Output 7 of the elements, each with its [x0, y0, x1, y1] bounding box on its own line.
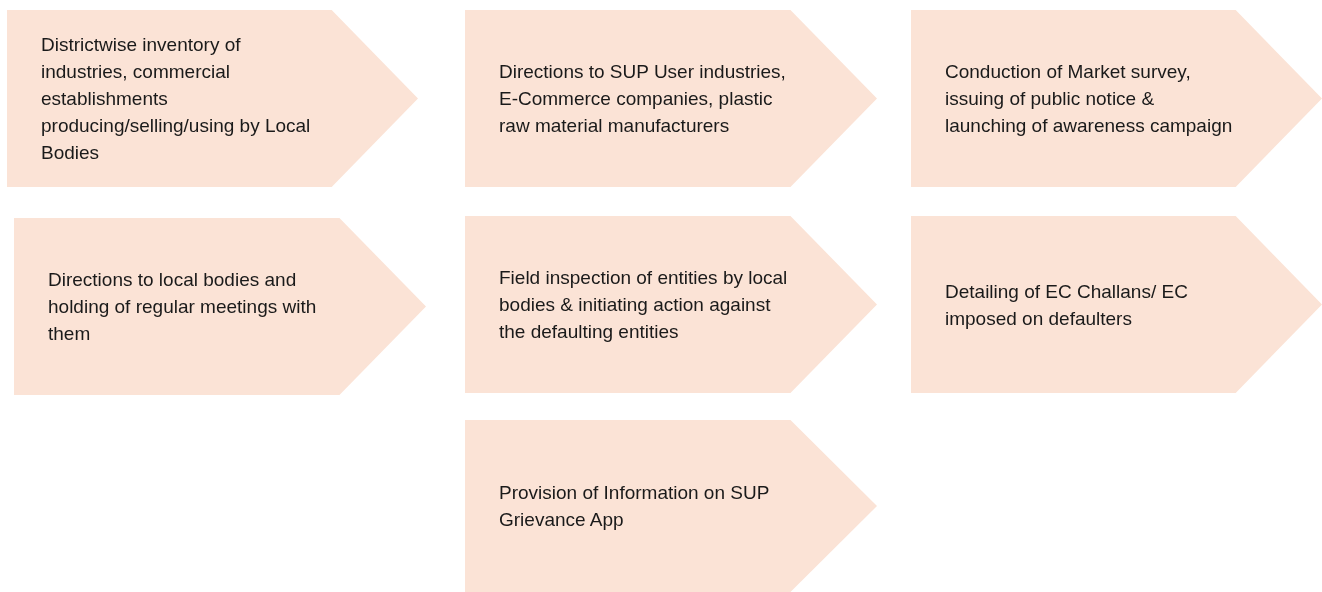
step-text: Provision of Information on SUP Grievance App: [499, 481, 770, 532]
step-text: Districtwise inventory of industries, commercial establishments producing/selling/using by Local Bodies: [41, 33, 312, 165]
step-text: Field inspection of entities by local bodies & initiating action against the defaulting entities: [499, 266, 789, 344]
step-text: Directions to local bodies and holding of regular meetings with them: [48, 268, 318, 346]
step-text: Detailing of EC Challans/ EC imposed on defaulters: [945, 279, 1189, 331]
step-text: Directions to SUP User industries, E-Commerce companies, plastic raw material manufacturers: [499, 60, 787, 138]
step-text: Conduction of Market survey, issuing of public notice & launching of awareness campaign: [945, 60, 1234, 138]
